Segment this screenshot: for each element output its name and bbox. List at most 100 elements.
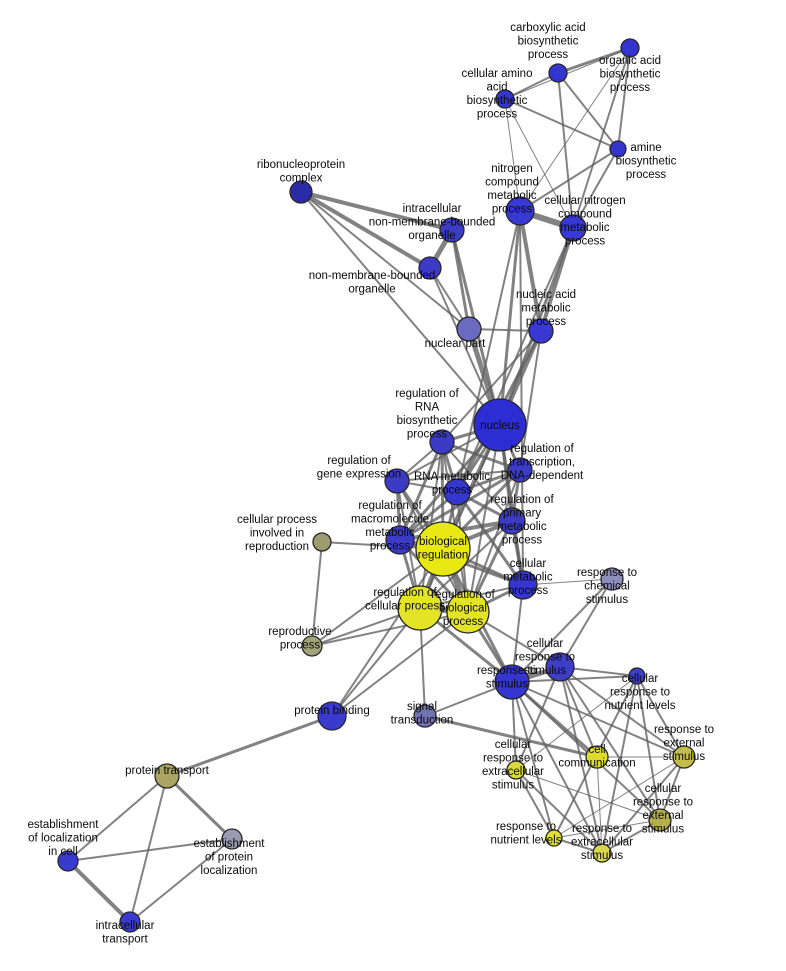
edge-carbox-cellnit <box>557 72 574 229</box>
edge-carbox-organic <box>556 46 632 75</box>
node-rnamet[interactable]: RNA metabolic process <box>443 478 471 506</box>
node-label: gene expression <box>317 469 401 481</box>
node-nuclearpart[interactable]: nuclear part <box>456 316 482 342</box>
node-protbind[interactable]: protein binding <box>317 701 347 731</box>
node-organic[interactable]: organic acid biosynthetic process <box>620 38 640 58</box>
node-label: localization <box>201 865 258 877</box>
node-respstim[interactable]: response to stimulus <box>494 664 530 700</box>
node-label: intracellular <box>403 203 462 215</box>
node-label: process <box>370 541 411 553</box>
node-regrna[interactable]: regulation of RNA biosynthetic process <box>429 429 455 455</box>
edge-regbio-reproc <box>311 611 469 647</box>
node-label: stimulus <box>586 594 628 606</box>
node-sigtrans[interactable]: signal transduction <box>413 704 437 728</box>
edge-protbind-prottrans <box>165 714 334 778</box>
node-nmb[interactable]: non-membrane-bounded organelle <box>418 256 442 280</box>
node-cellcomm[interactable]: cell communication <box>585 745 609 769</box>
node-cellrespext[interactable]: cellular response to external stimulus <box>648 808 672 832</box>
edge-rnp-nucleus <box>300 191 501 426</box>
node-intranmb[interactable]: intracellular non-membrane-bounded organ… <box>439 217 465 243</box>
node-cellmet[interactable]: cellular metabolic process <box>508 570 538 600</box>
node-label: cellular <box>527 638 564 650</box>
node-label: signal <box>407 701 437 713</box>
node-reggene[interactable]: regulation of gene expression <box>384 468 410 494</box>
node-cellrespnut[interactable]: cellular response to nutrient levels <box>628 667 646 685</box>
edge-cellrespstim-cellrespext <box>559 666 661 821</box>
edge-organic-amine <box>617 47 631 150</box>
node-label: metabolic <box>560 222 609 234</box>
node-label: nucleus <box>480 420 520 432</box>
node-label: stimulus <box>581 850 623 862</box>
node-label: process <box>477 109 518 121</box>
edge-amine-cellnit <box>572 148 619 229</box>
node-label: reproductive <box>268 626 331 638</box>
edge-amino-nitrogen <box>504 98 521 212</box>
node-label: acid <box>486 82 507 94</box>
node-label: process <box>407 429 448 441</box>
node-label: regulation of <box>358 500 422 512</box>
edge-rnp-nuclearpart <box>300 191 470 330</box>
node-amino[interactable]: cellular amino acid biosynthetic process <box>495 89 515 109</box>
edge-regrna-regprimary <box>441 441 513 522</box>
node-respextra[interactable]: response to extracellular stimulus <box>592 843 612 863</box>
node-label: transport <box>102 934 148 946</box>
node-nucleicacid[interactable]: nucleic acid metabolic process <box>528 318 554 344</box>
node-label: DNA-dependent <box>501 470 584 482</box>
edge-cellrepro-reproc <box>311 541 323 647</box>
node-cellrespextra[interactable]: cellular response to extracellular stimu… <box>506 760 526 780</box>
edge-nucleus-regbio <box>467 424 501 613</box>
node-respext[interactable]: response to external stimulus <box>672 745 696 769</box>
edge-cellrespnut-respextra <box>601 675 638 854</box>
node-label: organelle <box>408 230 455 242</box>
node-cellrepro[interactable]: cellular process involved in reproductio… <box>312 532 332 552</box>
node-nucleus[interactable]: nucleus <box>473 398 527 452</box>
edge-respstim-respext <box>511 681 685 758</box>
node-label: process <box>610 82 651 94</box>
node-bioreg[interactable]: biological regulation <box>415 521 471 577</box>
node-label: process <box>443 616 484 628</box>
edge-estloc-estprot <box>67 838 233 862</box>
node-label: involved in <box>250 528 304 540</box>
node-regprimary[interactable]: regulation of primary metabolic process <box>498 507 526 535</box>
node-prottrans[interactable]: protein transport <box>154 763 180 789</box>
node-respnut[interactable]: response to nutrient levels <box>545 829 563 847</box>
node-regbio[interactable]: regulation of biological process <box>446 590 490 634</box>
node-label: external <box>643 810 684 822</box>
node-label: regulation of <box>431 589 495 601</box>
node-label: complex <box>280 173 323 185</box>
node-amine[interactable]: amine biosynthetic process <box>609 140 627 158</box>
node-intratrans[interactable]: intracellular transport <box>119 911 141 933</box>
node-reproc[interactable]: reproductive process <box>301 635 323 657</box>
node-label: extracellular <box>571 837 633 849</box>
node-cellrespstim[interactable]: cellular response to stimulus <box>545 652 575 682</box>
node-label: response to <box>577 567 637 579</box>
edge-rnp-nmb <box>299 190 432 270</box>
node-label: response to <box>654 724 714 736</box>
edge-regrna-regtrans <box>440 440 522 472</box>
node-label: process <box>528 49 569 61</box>
node-regcell[interactable]: regulation of cellular process <box>397 585 443 631</box>
edge-respstim-respextra <box>511 681 603 854</box>
node-label: regulation of <box>395 388 459 400</box>
node-carbox[interactable]: carboxylic acid biosynthetic process <box>548 63 568 83</box>
node-rnp[interactable]: ribonucleoprotein complex <box>289 180 313 204</box>
node-respchem[interactable]: response to chemical stimulus <box>600 567 624 591</box>
node-label: nutrient levels <box>491 835 562 847</box>
node-label: cellular amino <box>462 68 533 80</box>
edge-cellcomm-sigtrans <box>423 714 599 759</box>
node-label: establishment <box>28 819 100 831</box>
edge-cellrespextra-respnut <box>515 769 555 839</box>
node-cellnit[interactable]: cellular nitrogen compound metabolic pro… <box>559 214 587 242</box>
edge-respstim-cellrespnut <box>511 675 638 683</box>
node-label: stimulus <box>524 665 566 677</box>
node-estloc[interactable]: establishment of localization in cell <box>57 850 79 872</box>
node-regmacro[interactable]: regulation of macromolecule metabolic pr… <box>385 525 415 555</box>
node-nitrogen[interactable]: nitrogen compound metabolic process <box>505 196 535 226</box>
node-regtrans[interactable]: regulation of transcription, DNA-depende… <box>507 457 533 483</box>
node-estprot[interactable]: establishment of protein localization <box>221 828 243 850</box>
node-label: regulation of <box>327 455 391 467</box>
node-label: protein transport <box>125 765 210 777</box>
node-label: reproduction <box>245 541 309 553</box>
node-label: regulation of <box>490 494 554 506</box>
